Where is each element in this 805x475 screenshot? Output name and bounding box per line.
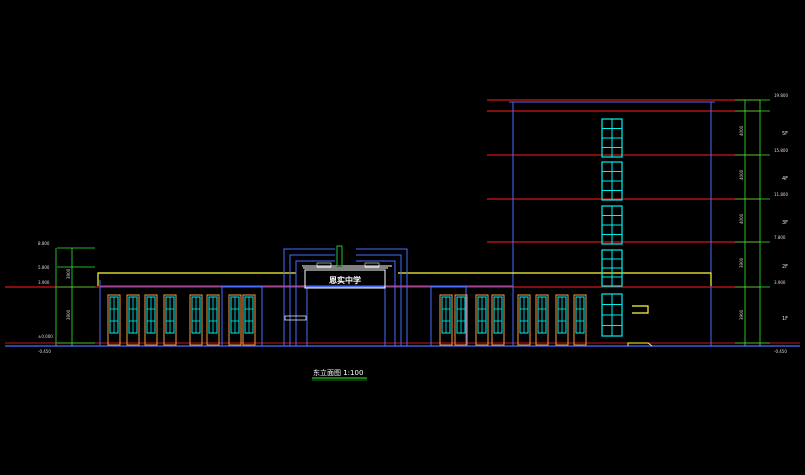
left-elev-label-3: 3.900 (38, 280, 50, 285)
low-window (491, 294, 505, 346)
canopy-strip (316, 262, 380, 268)
floor-label-5f: 5F (782, 131, 788, 137)
school-sign: 恩实中学 (329, 275, 361, 285)
low-window (555, 294, 569, 346)
low-window (573, 294, 587, 346)
left-dimension-chain (55, 247, 95, 346)
right-elev-label-1: 19.800 (774, 93, 788, 98)
parapet (97, 272, 712, 314)
right-dim-label-2: 4000 (739, 169, 744, 180)
right-dimension-chain (735, 99, 770, 346)
right-elev-label-2: 15.800 (774, 148, 788, 153)
low-window (228, 294, 242, 346)
low-window (206, 294, 220, 346)
sign-pillar (336, 245, 343, 267)
floor-label-3f: 3F (782, 220, 788, 226)
right-dim-label-3: 4000 (739, 213, 744, 224)
stair-window (601, 205, 623, 245)
low-window (144, 294, 158, 346)
stair-window (601, 118, 623, 158)
right-elev-label-5: 3.900 (774, 280, 786, 285)
low-window (517, 294, 531, 346)
left-elev-label-4: ±0.000 (38, 334, 53, 339)
low-window (107, 294, 121, 346)
floor-label-1f: 1F (782, 316, 788, 322)
low-window (242, 294, 256, 346)
right-dim-label-5: 3900 (739, 309, 744, 320)
right-elev-label-4: 7.800 (774, 235, 786, 240)
low-window (535, 294, 549, 346)
right-elev-label-6: -0.450 (774, 349, 787, 354)
right-elev-label-3: 11.800 (774, 192, 788, 197)
left-dim-label-1: 3900 (66, 268, 71, 279)
low-window (126, 294, 140, 346)
entrance-side-plate (284, 315, 307, 321)
floor-level-lines (5, 99, 760, 288)
low-window (454, 294, 468, 346)
entrance-portal (221, 248, 467, 347)
low-window (189, 294, 203, 346)
low-window (163, 294, 177, 346)
tall-block (509, 101, 715, 347)
stair-window (601, 293, 623, 337)
stair-window (601, 161, 623, 201)
left-elev-label-5: -0.450 (38, 349, 51, 354)
floor-label-2f: 2F (782, 264, 788, 270)
tall-block-windows (601, 118, 623, 337)
low-window (475, 294, 489, 346)
low-window (439, 294, 453, 346)
left-elev-label-1: 8.800 (38, 241, 50, 246)
entry-steps (627, 342, 653, 347)
left-dim-label-2: 3900 (66, 309, 71, 320)
right-dim-label-1: 4000 (739, 125, 744, 136)
drawing-title: 东立面图 1:100 (313, 368, 363, 377)
right-dim-label-4: 3900 (739, 257, 744, 268)
low-block-windows (107, 294, 587, 346)
left-elev-label-2: 5.800 (38, 265, 50, 270)
floor-label-4f: 4F (782, 176, 788, 182)
stair-window (601, 249, 623, 287)
